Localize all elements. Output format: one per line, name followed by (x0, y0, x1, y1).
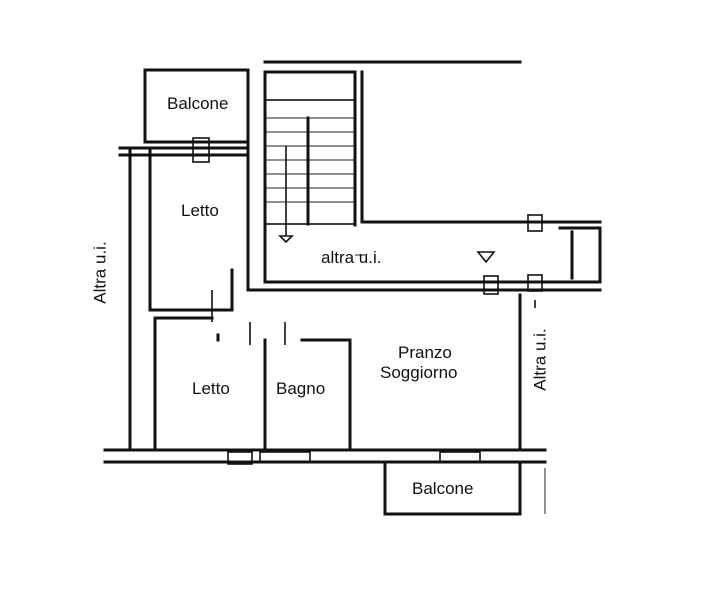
letto-top-label: Letto (181, 201, 219, 220)
walls (103, 60, 602, 516)
balcone-bottom-label: Balcone (412, 479, 474, 498)
bagno-label: Bagno (276, 379, 326, 398)
pranzo-label: Pranzo (398, 343, 452, 362)
staircase (264, 99, 356, 244)
altra-ui-corridor-label: altra u.i. (321, 248, 382, 267)
openings (192, 137, 546, 514)
soggiorno-label: Soggiorno (380, 363, 458, 382)
balcone-top-label: Balcone (167, 94, 229, 113)
altra-ui-right-label: Altra u.i. (530, 328, 550, 391)
letto-bottom-label: Letto (192, 379, 230, 398)
altra-ui-left-label: Altra u.i. (90, 241, 110, 304)
